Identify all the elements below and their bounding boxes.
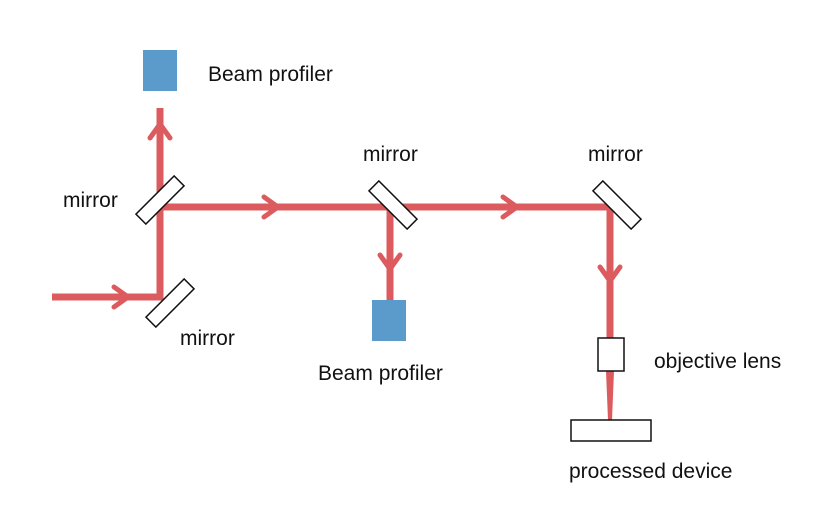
arrow-right-1	[261, 194, 281, 220]
label-mirror-right: mirror	[588, 143, 643, 166]
label-mirror-lower-left: mirror	[180, 327, 235, 350]
arrow-down-right	[597, 264, 623, 284]
mirror-right	[591, 179, 643, 231]
arrow-right-2	[500, 194, 520, 220]
beam-profiler-bottom	[372, 300, 406, 341]
objective-lens	[597, 337, 625, 372]
label-mirror-middle: mirror	[363, 143, 418, 166]
beam-input-path	[52, 108, 164, 301]
mirrors	[134, 174, 643, 329]
processed-device	[570, 419, 652, 442]
arrow-input	[111, 284, 131, 310]
arrow-down-middle	[377, 252, 403, 272]
beam-focused	[606, 371, 614, 420]
label-mirror-upper-left: mirror	[63, 189, 118, 212]
label-processed-device: processed device	[569, 460, 733, 483]
label-beam-profiler-top: Beam profiler	[208, 63, 333, 86]
mirror-lower-left	[144, 277, 196, 329]
beam-profiler-top	[143, 50, 177, 91]
mirror-middle	[367, 179, 419, 231]
laser-beam	[52, 108, 614, 338]
beam-arrows	[111, 121, 623, 310]
label-objective-lens: objective lens	[654, 350, 782, 373]
arrow-up	[147, 121, 173, 141]
mirror-upper-left	[134, 174, 186, 226]
label-beam-profiler-bottom: Beam profiler	[318, 362, 443, 385]
